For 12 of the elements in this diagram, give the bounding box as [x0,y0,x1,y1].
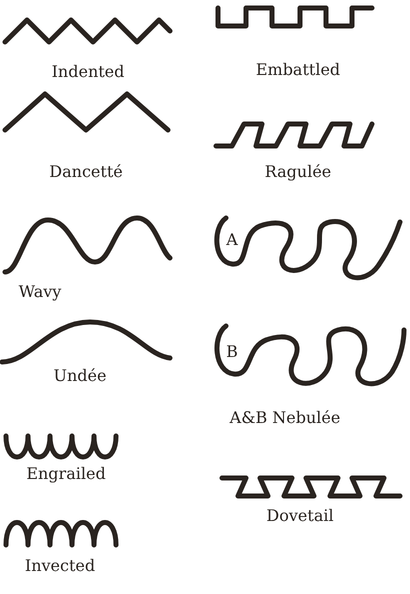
line-caption: Embattled [256,60,340,80]
line-caption: Ragulée [264,162,332,182]
line-caption: Dancetté [49,162,123,182]
line-caption: Engrailed [26,464,106,484]
line-caption: Undée [54,366,106,386]
line-caption: Dovetail [266,506,334,526]
line-caption: Invected [24,556,96,576]
drawing-letter: A [226,230,238,250]
line-caption: Wavy [18,282,62,302]
line-caption: Indented [52,62,124,82]
drawing-letter: B [226,342,238,362]
line-caption: A&B Nebulée [230,408,340,428]
